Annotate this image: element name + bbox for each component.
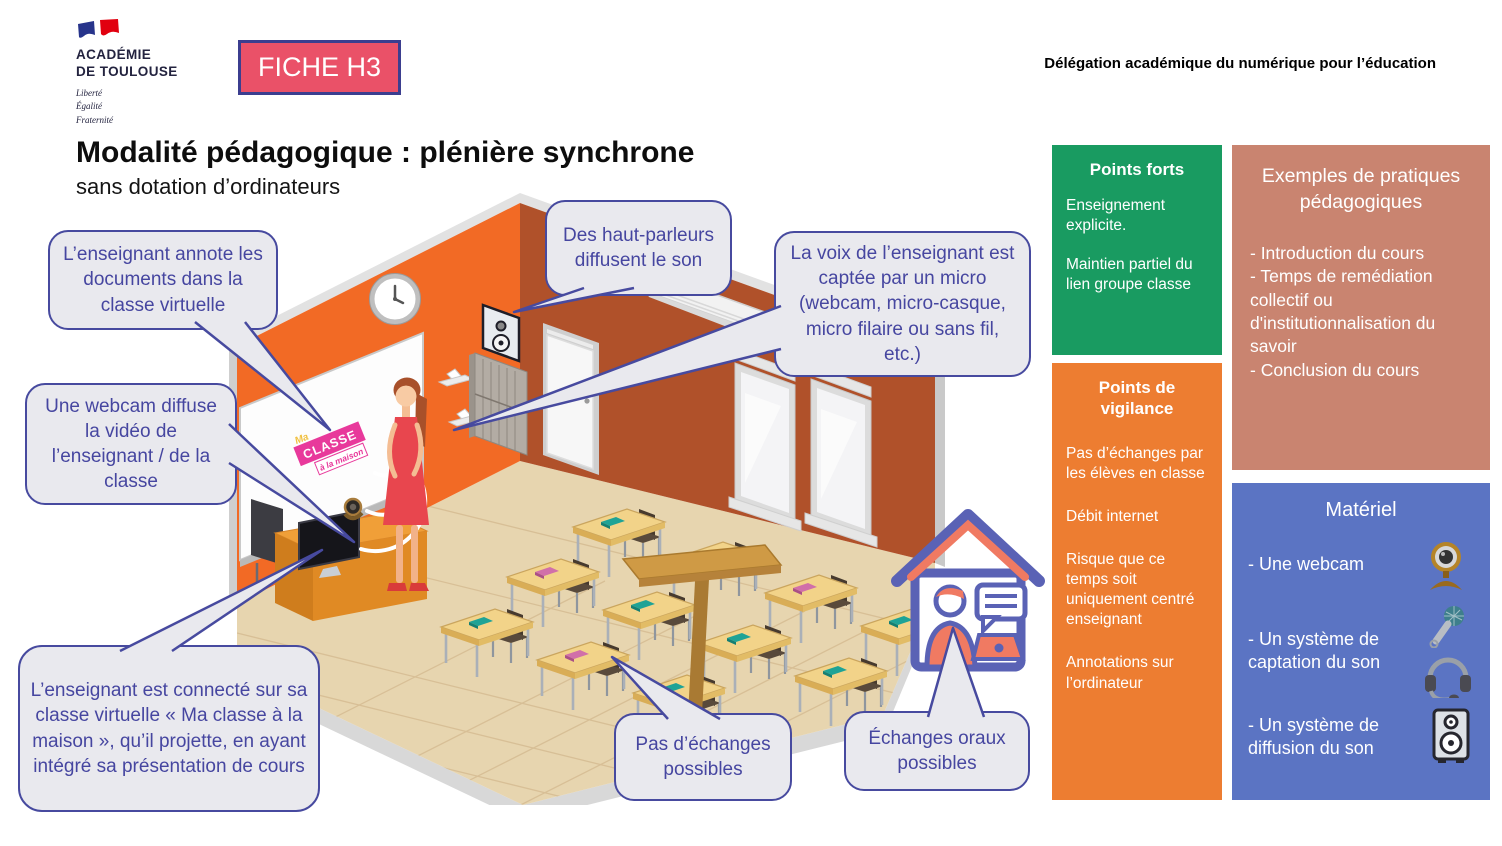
panel-exemples-title: Exemples de pratiques pédagogiques — [1261, 165, 1461, 214]
teacher-figure — [359, 377, 429, 591]
microphone-icon — [1429, 606, 1464, 648]
equipment-row-captation: - Un système de captation du son — [1248, 604, 1474, 698]
speech-bubble-icon — [974, 582, 1028, 636]
fiche-badge: FICHE H3 — [238, 40, 401, 95]
panel-points-vigilance: Points de vigilance Pas d’échanges par l… — [1052, 363, 1222, 800]
vigilance-item: Annotations sur l’ordinateur — [1066, 654, 1174, 692]
clock-icon — [369, 273, 421, 325]
callout-annotate: L’enseignant annote les documents dans l… — [48, 230, 278, 330]
speaker-icon — [1432, 708, 1470, 763]
page-title: Modalité pédagogique : plénière synchron… — [76, 136, 695, 169]
example-item: - Conclusion du cours — [1250, 359, 1420, 380]
callout-connected: L’enseignant est connecté sur sa classe … — [18, 645, 320, 812]
home-student-icon — [891, 509, 1045, 672]
academie-toulouse-logo: ACADÉMIE DE TOULOUSE Liberté Égalité Fra… — [76, 18, 178, 127]
callout-no-exchanges: Pas d’échanges possibles — [614, 713, 792, 801]
callout-oral-exchanges: Échanges oraux possibles — [844, 711, 1030, 791]
strength-item: Enseignement explicite. — [1066, 197, 1166, 235]
panel-points-forts: Points forts Enseignement explicite. Mai… — [1052, 145, 1222, 355]
vigilance-item: Débit internet — [1066, 507, 1159, 525]
room-webcam-icon — [343, 497, 364, 521]
panel-materiel-title: Matériel — [1325, 499, 1397, 521]
callout-webcam: Une webcam diffuse la vidéo de l’enseign… — [25, 383, 237, 505]
french-flag-icon — [78, 19, 119, 38]
door — [543, 323, 599, 475]
equipment-row-webcam: - Une webcam — [1248, 536, 1474, 594]
example-item: - Introduction du cours — [1250, 242, 1425, 263]
page-subtitle: sans dotation d’ordinateurs — [76, 174, 341, 199]
callout-speakers: Des haut-parleurs diffusent le son — [545, 200, 732, 296]
logo-line2: DE TOULOUSE — [76, 63, 178, 79]
window-right — [804, 364, 878, 548]
panel-points-forts-title: Points forts — [1089, 160, 1185, 179]
vigilance-item: Pas d’échanges par les élèves en classe — [1066, 444, 1205, 482]
example-item: - Temps de remédiation collectif ou d'in… — [1250, 266, 1436, 357]
logo-motto: Liberté Égalité Fraternité — [76, 87, 113, 125]
vigilance-item: Risque que ce temps soit uniquement cent… — [1066, 550, 1195, 629]
headset-icon — [1425, 657, 1471, 698]
org-label: Délégation académique du numérique pour … — [1044, 55, 1436, 72]
panel-points-vigilance-title: Points de vigilance — [1098, 378, 1176, 419]
panel-exemples-pratiques: Exemples de pratiques pédagogiques - Int… — [1232, 145, 1490, 470]
logo-line1: ACADÉMIE — [76, 47, 152, 62]
equipment-row-diffusion: - Un système de diffusion du son — [1248, 708, 1474, 766]
callout-voice: La voix de l’enseignant est captée par u… — [774, 231, 1031, 377]
strength-item: Maintien partiel du lien groupe classe — [1066, 255, 1193, 293]
webcam-icon — [1430, 542, 1462, 590]
panel-materiel: Matériel - Une webcam - Un système de ca… — [1232, 483, 1490, 800]
